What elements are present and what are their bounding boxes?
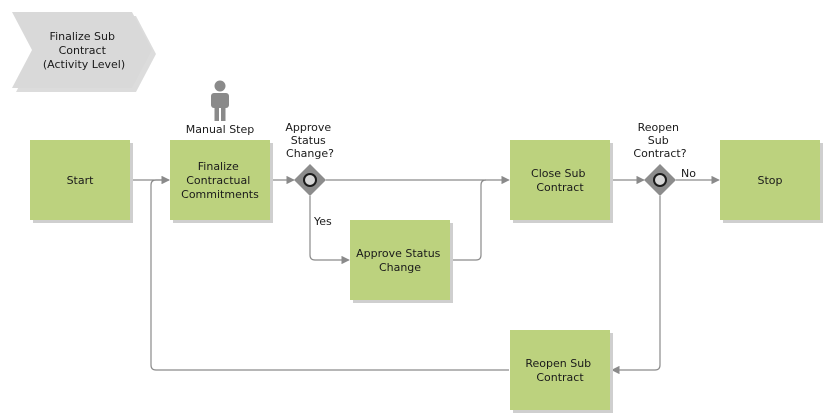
task-reopen-line-1: Reopen Sub [525,357,591,370]
gateway-reopen-sub-contract[interactable] [644,164,676,196]
gateway-reopen-sub-label: Reopen Sub Contract? [633,121,686,160]
task-close-line-1: Close Sub [531,167,585,180]
task-approve-line-2: Change [379,261,421,274]
edge-label-no: No [681,167,696,180]
edge-gateway-approve-yes [309,196,350,265]
gateway-approve-status-change[interactable] [294,164,326,196]
person-icon [211,80,229,121]
task-start-label: Start [67,174,95,187]
edge-gateway2-reopen [611,196,661,375]
task-close-sub-contract[interactable]: Close Sub Contract [510,140,613,223]
svg-text:Reopen Sub Contract: Reopen Sub Contract [525,357,594,384]
svg-text:Approve Status Change: Approve Status Change [356,247,444,274]
edge-reopen-finalize [150,175,509,371]
edge-label-yes: Yes [313,215,332,228]
banner-line-2: Contract [59,44,107,57]
banner-line-3: (Activity Level) [43,58,125,71]
process-title-banner: Finalize Sub Contract (Activity Level) [12,12,156,92]
gateway2-line-3: Contract? [633,147,686,160]
manual-step-label: Manual Step [186,123,255,136]
edge-approve-close [451,179,487,261]
flow-connectors [131,175,720,375]
banner-title: Finalize Sub Contract (Activity Level) [43,30,125,71]
svg-text:Start: Start [67,174,95,187]
task-finalize-line-3: Commitments [181,188,259,201]
banner-line-1: Finalize Sub [50,30,115,43]
svg-text:Stop: Stop [757,174,782,187]
task-start[interactable]: Start [30,140,133,223]
gateway2-line-2: Sub [648,134,669,147]
task-stop[interactable]: Stop [720,140,823,223]
svg-text:Close Sub Contract: Close Sub Contract [531,167,589,194]
gateway1-line-3: Change? [286,147,334,160]
gateway1-line-2: Status [291,134,326,147]
gateway-approve-status-label: Approve Status Change? [285,121,334,160]
task-reopen-line-2: Contract [536,371,584,384]
task-finalize-line-1: Finalize [198,160,239,173]
task-finalize-contractual-commitments[interactable]: Finalize Contractual Commitments [170,140,273,223]
svg-text:Finalize Contractual: Finalize Contractual Commitments [181,160,259,201]
task-stop-label: Stop [757,174,782,187]
task-close-line-2: Contract [536,181,584,194]
task-finalize-line-2: Contractual [186,174,250,187]
task-reopen-sub-contract[interactable]: Reopen Sub Contract [510,330,613,413]
gateway1-line-1: Approve [285,121,331,134]
task-approve-status-change[interactable]: Approve Status Change [350,220,453,303]
gateway2-line-1: Reopen [638,121,679,134]
task-approve-line-1: Approve Status [356,247,441,260]
